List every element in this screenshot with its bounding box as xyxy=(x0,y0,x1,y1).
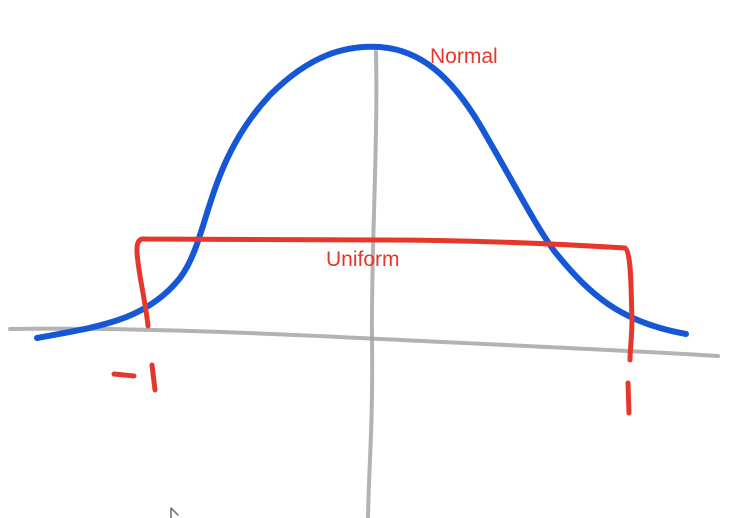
tick-minus-one-one-stroke xyxy=(149,362,158,393)
x-axis xyxy=(8,326,720,358)
tick-minus-one-minus-stroke xyxy=(111,371,137,379)
y-axis xyxy=(366,50,379,518)
normal-label: Normal xyxy=(430,45,498,68)
uniform-label: Uniform xyxy=(326,248,400,271)
mouse-pointer-icon xyxy=(170,507,179,518)
normal-curve xyxy=(34,43,689,341)
tick-one xyxy=(625,380,632,416)
tick-one-stroke xyxy=(625,380,632,416)
uniform-curve xyxy=(134,236,635,363)
tick-minus-one xyxy=(111,362,158,393)
